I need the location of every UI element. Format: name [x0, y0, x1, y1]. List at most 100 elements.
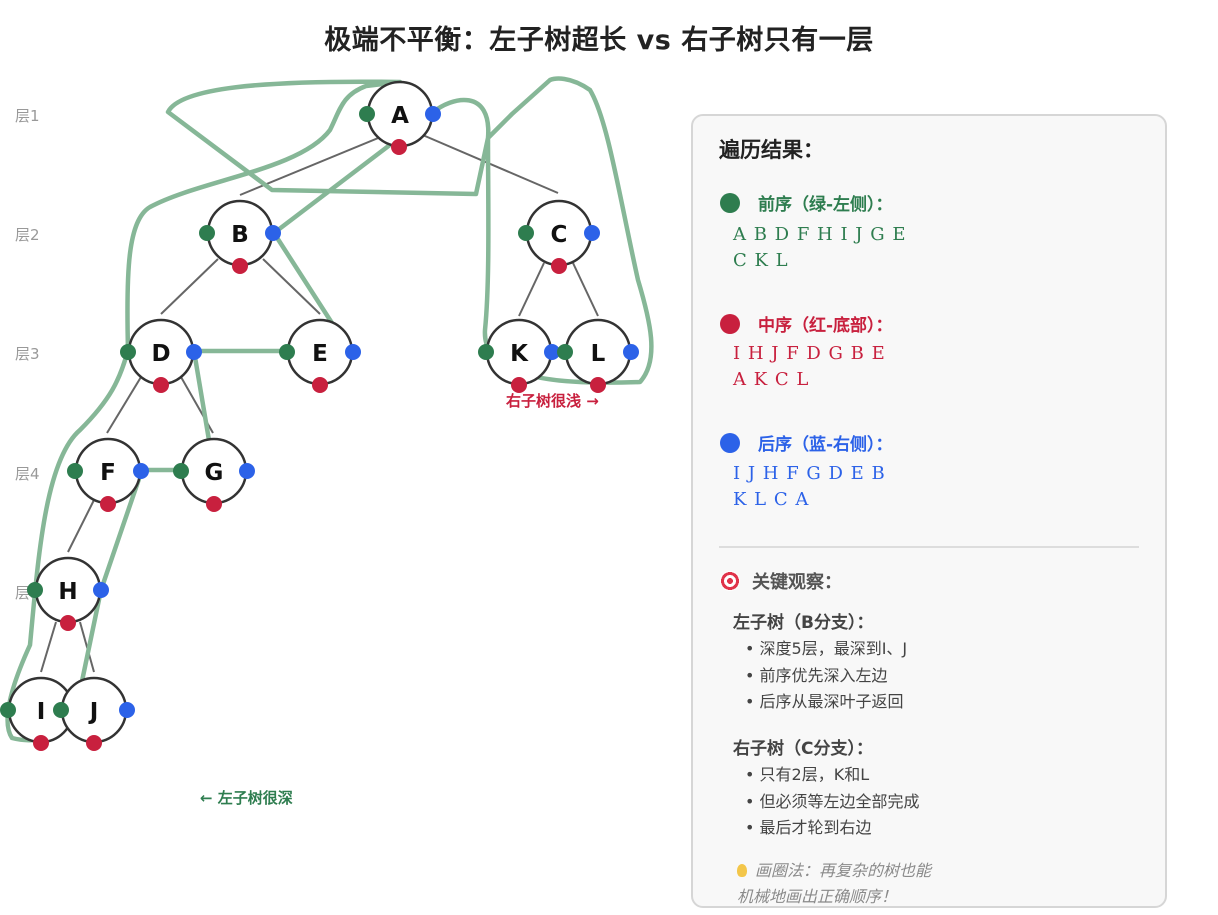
preorder-marker [67, 463, 83, 479]
preorder-line-1: A B D F H I J G E [733, 224, 907, 245]
tree-node: C [518, 199, 600, 274]
postorder-marker [584, 225, 600, 241]
preorder-marker [557, 344, 573, 360]
postorder-marker [93, 582, 109, 598]
preorder-marker [279, 344, 295, 360]
right-subtree-list: 只有2层，K和L 但必须等左边全部完成 最后才轮到右边 [745, 762, 920, 842]
inorder-marker [312, 377, 328, 393]
postorder-marker [239, 463, 255, 479]
inorder-label: 中序（红-底部）： [758, 316, 893, 336]
postorder-marker [623, 344, 639, 360]
list-item: 深度5层，最深到I、J [745, 636, 908, 663]
blue-dot-icon [720, 432, 740, 453]
inorder-marker [86, 735, 102, 751]
page-title: 极端不平衡：左子树超长 vs 右子树只有一层 [324, 25, 874, 56]
tree-node: H [27, 556, 109, 631]
postorder-marker [425, 106, 441, 122]
list-item: 最后才轮到右边 [745, 815, 920, 842]
level-labels: 层1 层2 层3 层4 层5 层6 [15, 107, 40, 721]
right-subtree-heading: 右子树（C分支）： [733, 739, 873, 759]
left-subtree-heading: 左子树（B分支）： [733, 613, 874, 633]
red-dot-icon [720, 313, 740, 334]
node-label: E [312, 341, 328, 367]
preorder-marker [173, 463, 189, 479]
preorder-sequence: A B D F H I J G E C K L [733, 222, 923, 274]
level-label-4: 层4 [15, 465, 40, 483]
inorder-marker [33, 735, 49, 751]
node-label: A [391, 103, 409, 129]
level-label-3: 层3 [15, 345, 40, 363]
tree-node: D [120, 318, 202, 393]
postorder-marker [119, 702, 135, 718]
list-item: 后序从最深叶子返回 [745, 689, 907, 716]
preorder-marker [120, 344, 136, 360]
list-item: 前序优先深入左边 [745, 663, 907, 690]
left-subtree-deep-note: ← 左子树很深 [200, 789, 293, 807]
postorder-sequence: I J H F G D E B K L C A [733, 461, 923, 513]
inorder-marker [206, 496, 222, 512]
tree-node: B [199, 199, 281, 274]
inorder-heading: 中序（红-底部）： [720, 311, 893, 336]
edge-f-h [67, 499, 95, 553]
preorder-marker [53, 702, 69, 718]
panel-divider [719, 546, 1139, 548]
edge-c-l [572, 262, 599, 317]
node-label: F [100, 460, 116, 486]
postorder-marker [544, 344, 560, 360]
inorder-line-1: I H J F D G B E [733, 343, 886, 364]
edge-b-e [262, 258, 321, 315]
panel-title: 遍历结果： [719, 138, 824, 162]
node-label: L [591, 341, 606, 367]
level-label-2: 层2 [15, 226, 40, 244]
list-item: 但必须等左边全部完成 [745, 789, 920, 816]
lightbulb-icon [737, 864, 747, 877]
postorder-marker [345, 344, 361, 360]
postorder-marker [265, 225, 281, 241]
postorder-marker [186, 344, 202, 360]
preorder-marker [27, 582, 43, 598]
node-label: K [510, 341, 529, 367]
preorder-marker [518, 225, 534, 241]
tip-note: 画圈法：再复杂的树也能 机械地画出正确顺序！ [737, 858, 931, 910]
tree-node: G [173, 437, 255, 512]
inorder-line-2: A K C L [733, 369, 810, 390]
inorder-marker [590, 377, 606, 393]
node-label: D [151, 341, 170, 367]
edge-c-k [518, 262, 545, 317]
green-dot-icon [720, 192, 740, 213]
tree-node: L [557, 318, 639, 393]
postorder-line-2: K L C A [733, 489, 810, 510]
tree-node: J [53, 676, 135, 751]
traversal-results-panel: 遍历结果： 前序（绿-左侧）： A B D F H I J G E C K L … [691, 114, 1167, 908]
postorder-line-1: I J H F G D E B [733, 463, 886, 484]
preorder-line-2: C K L [733, 250, 789, 271]
right-subtree-shallow-note: 右子树很浅 → [506, 392, 599, 410]
node-label: B [231, 222, 249, 248]
inorder-marker [232, 258, 248, 274]
tree-node: E [279, 318, 361, 393]
tip-line-1: 画圈法：再复杂的树也能 [755, 861, 932, 880]
inorder-marker [551, 258, 567, 274]
edge-d-f [106, 376, 142, 434]
postorder-marker [133, 463, 149, 479]
inorder-marker [511, 377, 527, 393]
edge-h-i [40, 621, 57, 673]
postorder-label: 后序（蓝-右侧）： [758, 435, 893, 455]
preorder-marker [478, 344, 494, 360]
preorder-marker [0, 702, 16, 718]
preorder-marker [359, 106, 375, 122]
tree-nodes: A B C D E [0, 80, 639, 751]
inorder-marker [100, 496, 116, 512]
node-label: G [205, 460, 224, 486]
inorder-marker [153, 377, 169, 393]
list-item: 只有2层，K和L [745, 762, 920, 789]
node-label: I [37, 699, 46, 725]
edge-b-d [160, 258, 219, 315]
observation-heading: 关键观察： [720, 568, 842, 594]
inorder-sequence: I H J F D G B E A K C L [733, 341, 923, 393]
inorder-marker [391, 139, 407, 155]
target-icon [720, 571, 740, 591]
node-label: J [88, 699, 99, 725]
preorder-heading: 前序（绿-左侧）： [720, 190, 893, 215]
inorder-marker [60, 615, 76, 631]
